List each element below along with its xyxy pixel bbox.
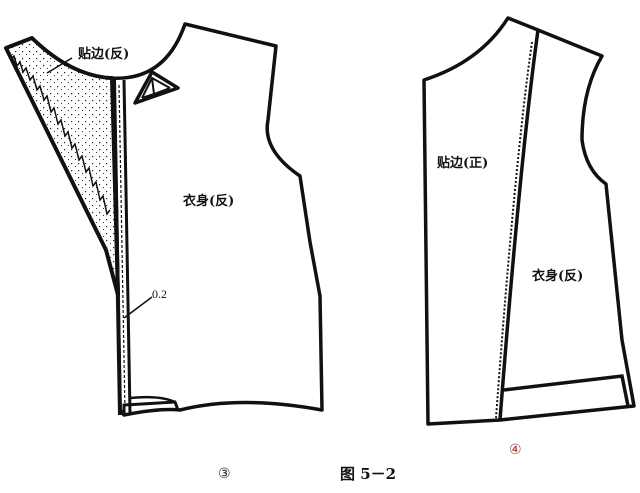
- right-body-label: 衣身(反): [532, 269, 584, 284]
- step-marker-right: ④: [509, 442, 522, 458]
- right-facing-label: 贴边(正): [437, 156, 489, 171]
- facing-leader-line: [46, 57, 73, 74]
- step-marker-left: ③: [218, 466, 231, 482]
- left-facing-piece: [4, 36, 120, 297]
- right-body-piece: [422, 16, 636, 426]
- seam-allowance-label: 0.2: [152, 287, 167, 301]
- left-facing-label: 贴边(反): [78, 47, 130, 62]
- seam-leader-line: [123, 296, 153, 319]
- figure-caption: 图 5－2: [340, 465, 397, 483]
- left-body-piece: [46, 22, 324, 417]
- left-body-label: 衣身(反): [183, 194, 235, 209]
